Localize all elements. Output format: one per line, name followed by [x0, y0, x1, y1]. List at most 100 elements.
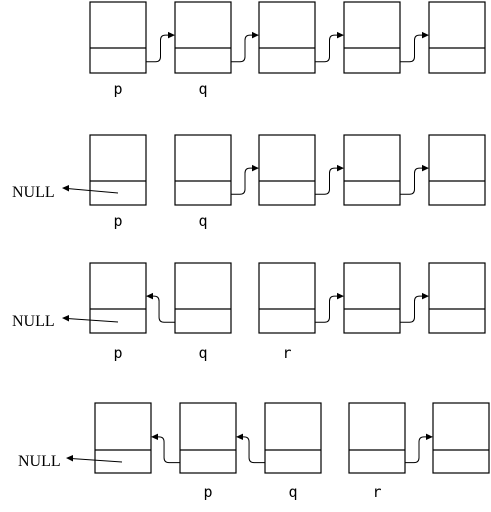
list-node: p	[89, 1, 147, 98]
reversed-link-arrow	[236, 433, 265, 464]
reversed-link-arrow	[151, 433, 180, 464]
list-node: p	[179, 402, 237, 501]
pointer-label: p	[203, 483, 212, 501]
list-node: q	[174, 134, 232, 230]
arrowhead-left	[236, 433, 243, 441]
link-line	[146, 34, 173, 63]
list-node: p	[89, 134, 147, 230]
node-box	[174, 134, 232, 206]
link-line	[400, 167, 427, 195]
null-label: NULL	[18, 453, 61, 470]
arrowhead-left	[62, 315, 69, 322]
null-pointer: NULL	[12, 313, 119, 330]
node-box	[258, 1, 316, 74]
link-line	[153, 436, 180, 464]
pointer-label: r	[282, 344, 291, 362]
arrowhead-right	[422, 164, 429, 172]
forward-link-arrow	[231, 164, 259, 195]
pointer-label: q	[198, 212, 207, 230]
link-line	[148, 295, 175, 323]
arrowhead-right	[337, 31, 344, 39]
reversed-link-arrow	[146, 292, 175, 323]
pointer-label: q	[198, 80, 207, 98]
pointer-label: r	[372, 483, 381, 501]
node-box	[343, 262, 401, 334]
link-line	[315, 295, 342, 323]
null-arrow-line	[66, 188, 119, 194]
node-box	[174, 1, 232, 74]
node-box	[428, 134, 486, 206]
list-row-3: p q r NULL	[12, 262, 486, 362]
pointer-label: q	[198, 344, 207, 362]
null-pointer: NULL	[12, 184, 119, 201]
list-node: r	[348, 402, 406, 501]
link-line	[238, 436, 265, 464]
arrowhead-right	[252, 164, 259, 172]
link-line	[231, 167, 257, 195]
node-box	[89, 1, 147, 74]
null-label: NULL	[12, 313, 55, 330]
arrowhead-left	[62, 185, 69, 192]
arrowhead-right	[337, 164, 344, 172]
list-node	[94, 402, 152, 474]
list-node: q	[174, 262, 232, 362]
arrowhead-left	[66, 455, 73, 462]
node-box	[343, 134, 401, 206]
pointer-label: p	[113, 344, 122, 362]
node-box	[343, 1, 401, 74]
node-box	[428, 1, 486, 74]
pointer-label: q	[288, 483, 297, 501]
node-box	[94, 402, 152, 474]
forward-link-arrow	[400, 292, 429, 323]
list-node	[258, 134, 316, 206]
node-box	[264, 402, 322, 474]
list-node	[428, 134, 486, 206]
link-line	[315, 167, 342, 195]
link-line	[400, 295, 427, 323]
null-arrow-line	[70, 458, 123, 463]
forward-link-arrow	[405, 433, 433, 464]
list-node	[343, 262, 401, 334]
list-node: q	[264, 402, 322, 501]
list-node	[343, 1, 401, 74]
null-arrow-line	[66, 318, 119, 323]
list-node: r	[258, 262, 316, 362]
list-node: p	[89, 262, 147, 362]
list-node	[428, 1, 486, 74]
node-box	[174, 262, 232, 334]
list-node	[432, 402, 490, 474]
forward-link-arrow	[231, 31, 259, 63]
node-box	[179, 402, 237, 474]
arrowhead-right	[168, 31, 175, 39]
arrowhead-right	[426, 433, 433, 441]
arrowhead-right	[252, 31, 259, 39]
list-node: q	[174, 1, 232, 98]
list-node	[343, 134, 401, 206]
forward-link-arrow	[315, 31, 344, 63]
node-box	[258, 262, 316, 334]
list-row-4: p q r NULL	[18, 402, 490, 501]
link-line	[405, 436, 431, 464]
node-box	[428, 262, 486, 334]
arrowhead-right	[422, 292, 429, 300]
forward-link-arrow	[315, 164, 344, 195]
null-label: NULL	[12, 184, 55, 201]
node-box	[432, 402, 490, 474]
list-node	[258, 1, 316, 74]
arrowhead-right	[337, 292, 344, 300]
pointer-label: p	[113, 212, 122, 230]
forward-link-arrow	[146, 31, 175, 63]
node-box	[348, 402, 406, 474]
forward-link-arrow	[400, 31, 429, 63]
forward-link-arrow	[400, 164, 429, 195]
link-line	[400, 34, 427, 63]
list-row-2: p q NULL	[12, 134, 486, 230]
arrowhead-left	[151, 433, 158, 441]
list-node	[428, 262, 486, 334]
node-box	[89, 134, 147, 206]
link-line	[231, 34, 257, 63]
node-box	[258, 134, 316, 206]
null-pointer: NULL	[18, 453, 123, 470]
arrowhead-right	[422, 31, 429, 39]
